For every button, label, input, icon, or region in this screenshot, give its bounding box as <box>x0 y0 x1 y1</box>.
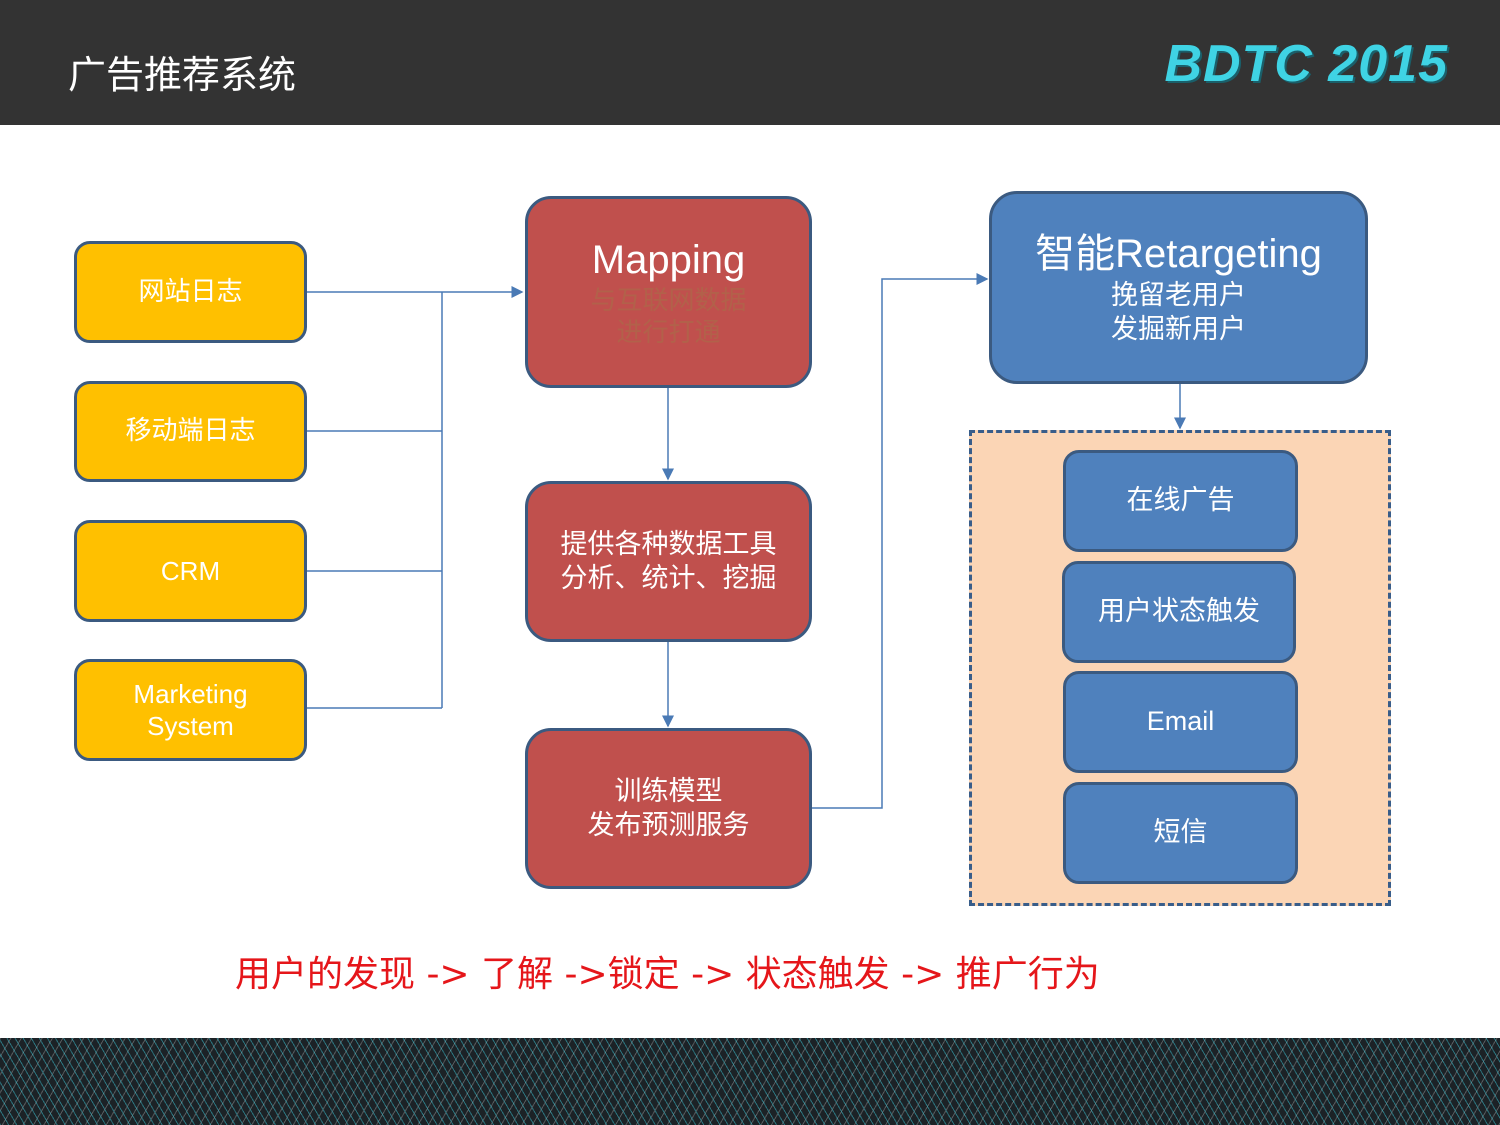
source-merge-line <box>307 291 443 709</box>
channel-online-ads: 在线广告 <box>1063 450 1298 552</box>
decorative-footer-band <box>0 1038 1500 1125</box>
page-title: 广告推荐系统 <box>68 53 297 97</box>
channel-user-state-trigger: 用户状态触发 <box>1062 561 1296 663</box>
data-tools-box: 提供各种数据工具 分析、统计、挖掘 <box>525 481 812 642</box>
tools-line: 提供各种数据工具 <box>560 528 777 560</box>
channel-label: 在线广告 <box>1126 485 1235 517</box>
mapping-title: Mapping <box>591 237 746 282</box>
arrow-to-retargeting <box>812 273 989 809</box>
source-mobile-log: 移动端日志 <box>74 381 307 482</box>
train-line: 发布预测服务 <box>587 809 750 841</box>
retargeting-line: 发掘新用户 <box>1111 313 1246 345</box>
retargeting-title: 智能Retargeting <box>1035 231 1322 276</box>
channel-sms: 短信 <box>1063 782 1298 884</box>
retargeting-line: 挽留老用户 <box>1111 279 1246 311</box>
mapping-subtitle: 进行打通 <box>616 318 721 348</box>
train-model-box: 训练模型 发布预测服务 <box>525 728 812 889</box>
train-line: 训练模型 <box>614 775 723 807</box>
tools-line: 分析、统计、挖掘 <box>560 562 777 594</box>
mapping-box: Mapping 与互联网数据 进行打通 <box>525 196 812 388</box>
source-label: CRM <box>160 555 221 586</box>
header-bar: 广告推荐系统 BDTC 2015 <box>0 0 1500 125</box>
channel-label: Email <box>1146 706 1215 737</box>
bdtc-logo: BDTC 2015 <box>1164 35 1448 93</box>
mapping-subtitle: 与互联网数据 <box>590 285 747 316</box>
source-marketing-system: Marketing System <box>74 659 307 761</box>
source-label: 网站日志 <box>138 276 243 307</box>
source-label: 移动端日志 <box>125 416 256 447</box>
channel-label: 用户状态触发 <box>1098 596 1260 628</box>
source-crm: CRM <box>74 520 307 622</box>
flow-tagline: 用户的发现 -> 了解 ->锁定 -> 状态触发 -> 推广行为 <box>235 954 1100 995</box>
source-website-log: 网站日志 <box>74 241 307 343</box>
channel-email: Email <box>1063 671 1298 773</box>
retargeting-box: 智能Retargeting 挽留老用户 发掘新用户 <box>989 191 1368 384</box>
channel-label: 短信 <box>1153 817 1208 849</box>
source-label: Marketing System <box>133 678 248 742</box>
